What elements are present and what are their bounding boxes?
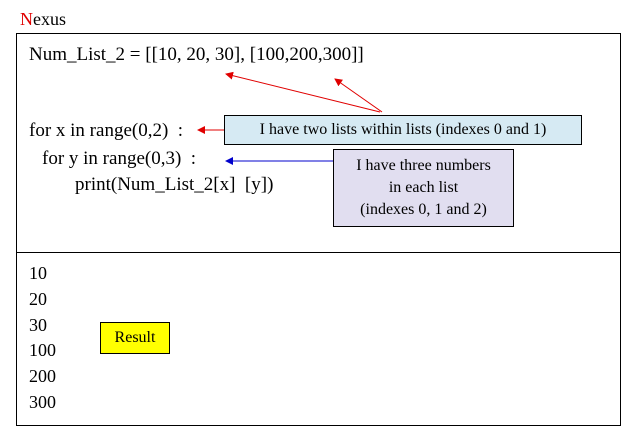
output-value: 20 bbox=[29, 289, 47, 309]
code-line-print: print(Num_List_2[x] [y]) bbox=[75, 174, 274, 195]
diagram-frame bbox=[16, 33, 621, 426]
section-divider bbox=[16, 252, 621, 253]
brand-rest: exus bbox=[33, 9, 66, 29]
code-line-inner-loop: for y in range(0,3) : bbox=[42, 148, 197, 169]
arrow-to-first-list bbox=[225, 71, 381, 113]
callout-two-lists: I have two lists within lists (indexes 0… bbox=[224, 115, 582, 145]
output-value: 30 bbox=[29, 315, 47, 335]
callout-three-numbers: I have three numbers in each list (index… bbox=[333, 149, 514, 227]
callout-three-numbers-line-3: (indexes 0, 1 and 2) bbox=[360, 201, 487, 218]
code-line-list-assignment: Num_List_2 = [[10, 20, 30], [100,200,300… bbox=[29, 44, 364, 65]
callout-three-numbers-line-1: I have three numbers bbox=[356, 157, 491, 174]
output-value: 200 bbox=[29, 366, 56, 386]
result-label: Result bbox=[100, 322, 170, 354]
output-value: 10 bbox=[29, 263, 47, 283]
brand-title: Nexus bbox=[20, 8, 66, 30]
callout-three-numbers-line-2: in each list bbox=[388, 179, 459, 196]
brand-initial: N bbox=[20, 9, 33, 29]
output-value: 300 bbox=[29, 392, 56, 412]
arrow-to-second-list bbox=[334, 78, 383, 113]
output-value: 100 bbox=[29, 340, 56, 360]
code-line-outer-loop: for x in range(0,2) : bbox=[29, 120, 184, 141]
